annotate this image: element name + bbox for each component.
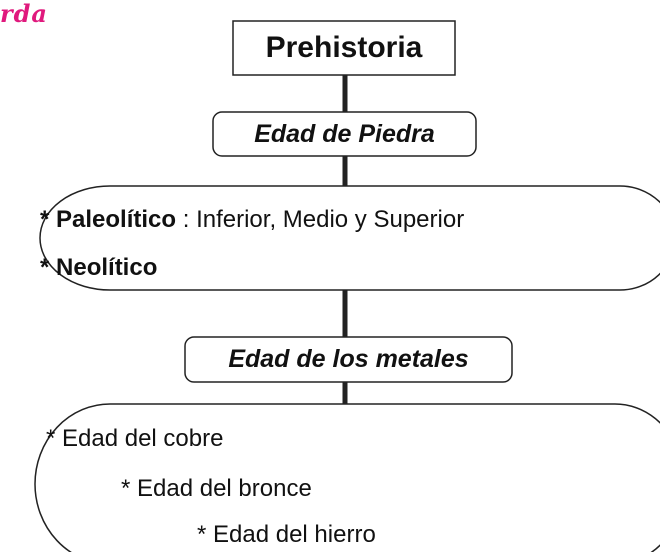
era-box-metals [184,336,513,383]
bullet: * [46,425,56,452]
item-detail: : Inferior, Medio y Superior [176,206,465,233]
item-name: Edad del cobre [62,425,224,452]
list-item-hierro: * Edad del hierro [197,520,376,550]
list-item-bronce: * Edad del bronce [121,474,312,504]
group-box-metals [34,403,660,552]
item-name: Paleolítico [56,206,177,233]
bullet: * [40,206,50,233]
era-label-stone: Edad de Piedra [254,119,435,148]
title-label: Prehistoria [265,31,423,64]
item-name: Edad del hierro [213,521,376,548]
bullet: * [197,521,207,548]
era-box-stone [212,111,477,157]
title-box [232,20,456,76]
item-name: Neolítico [56,254,158,281]
group-box-stone [39,185,660,291]
brand-logo: rda [0,0,48,28]
bullet: * [40,254,50,281]
list-item-neolitico: * Neolítico [40,253,157,283]
era-label-metals: Edad de los metales [228,345,469,373]
list-item-cobre: * Edad del cobre [46,424,223,454]
item-name: Edad del bronce [137,475,312,502]
bullet: * [121,475,131,502]
list-item-paleolitico: * Paleolítico : Inferior, Medio y Superi… [40,205,464,235]
